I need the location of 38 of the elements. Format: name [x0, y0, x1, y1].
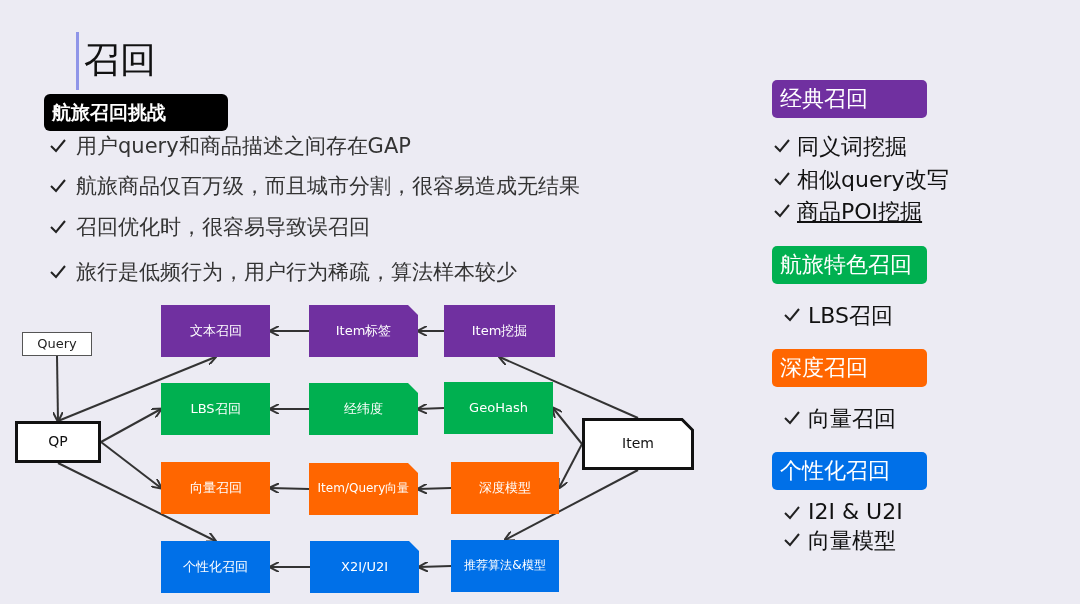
bullet-text: 向量模型	[808, 527, 896, 555]
category-tag: 经典召回	[772, 80, 927, 118]
bullet-text: 同义词挖掘	[797, 133, 907, 161]
process-box: Item挖掘	[444, 305, 555, 357]
bullet-text: 航旅商品仅百万级，而且城市分割，很容易造成无结果	[76, 173, 580, 200]
document-box: Item标签	[309, 305, 418, 357]
bullet-text: 向量召回	[808, 405, 896, 433]
bullet-text: LBS召回	[808, 302, 893, 330]
arrow	[51, 355, 64, 423]
heading-badge: 航旅召回挑战	[44, 94, 228, 131]
arrow	[100, 407, 163, 443]
process-box: 个性化召回	[161, 541, 270, 593]
bullet-text: I2I & U2I	[808, 499, 903, 524]
arrow	[57, 462, 218, 543]
process-box: 深度模型	[451, 462, 559, 514]
category-tag: 深度召回	[772, 349, 927, 387]
arrow	[100, 441, 163, 490]
document-box: Item	[582, 418, 694, 470]
bullet-text: 相似query改写	[797, 166, 949, 194]
bullet-text: 旅行是低频行为，用户行为稀疏，算法样本较少	[76, 259, 517, 286]
process-box: GeoHash	[444, 382, 553, 434]
process-box: QP	[15, 421, 101, 463]
process-box: 推荐算法&模型	[451, 540, 559, 592]
slide-title: 召回	[84, 38, 156, 82]
document-box: X2I/U2I	[310, 541, 419, 593]
category-tag: 个性化召回	[772, 452, 927, 490]
bullet-text: 召回优化时，很容易导致误召回	[76, 214, 370, 241]
document-box: 经纬度	[309, 383, 418, 435]
input-box: Query	[22, 332, 92, 356]
process-box: 文本召回	[161, 305, 270, 357]
process-box: 向量召回	[161, 462, 270, 514]
bullet-text: 商品POI挖掘	[797, 198, 923, 226]
category-tag: 航旅特色召回	[772, 246, 927, 284]
arrow	[503, 469, 639, 542]
document-box: Item/Query向量	[309, 463, 418, 515]
arrow	[497, 355, 639, 419]
bullet-text: 用户query和商品描述之间存在GAP	[76, 133, 411, 160]
process-box: LBS召回	[161, 383, 270, 435]
